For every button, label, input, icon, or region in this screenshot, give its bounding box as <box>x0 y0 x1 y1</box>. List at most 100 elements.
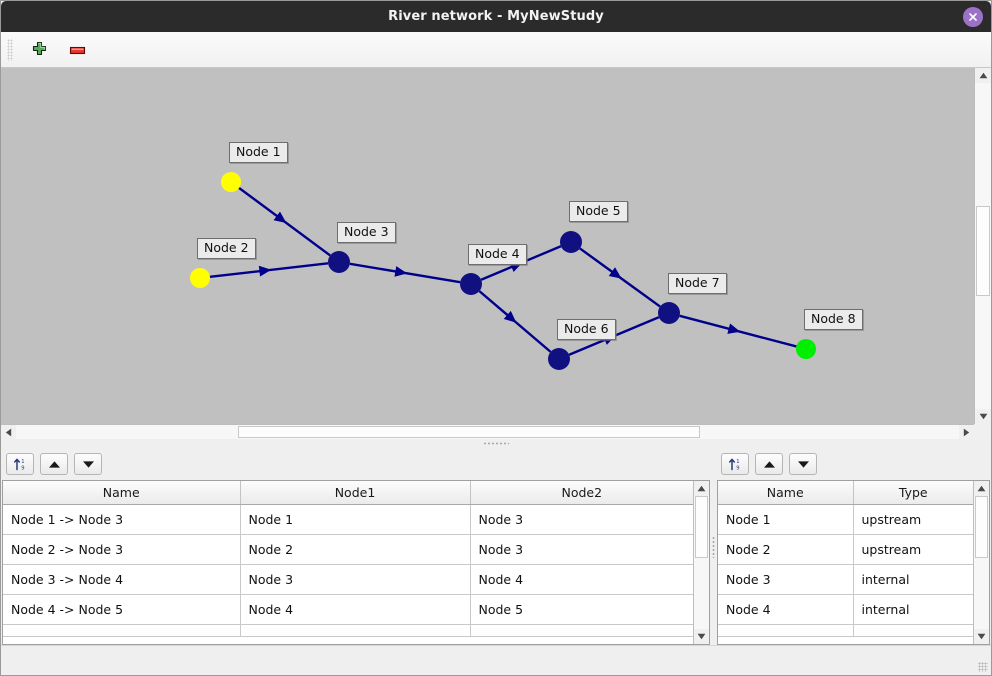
h-scroll-thumb[interactable] <box>238 426 700 438</box>
table-row[interactable] <box>718 624 973 637</box>
reaches-cell[interactable]: Node 4 <box>240 594 471 625</box>
reaches-cell[interactable]: Node 2 -> Node 3 <box>3 534 241 565</box>
close-icon[interactable] <box>963 6 983 27</box>
nodes-column-header-0[interactable]: Name <box>718 481 854 505</box>
graph-node-node7[interactable] <box>658 302 680 324</box>
reaches-cell[interactable]: Node 3 -> Node 4 <box>3 564 241 595</box>
nodes-scroll-up-icon[interactable] <box>974 481 989 496</box>
reaches-cell[interactable]: Node 1 -> Node 3 <box>3 504 241 535</box>
reaches-v-scroll-track[interactable] <box>694 496 709 629</box>
graph-node-label-node2[interactable]: Node 2 <box>197 238 256 259</box>
graph-node-label-node7[interactable]: Node 7 <box>668 273 727 294</box>
reaches-v-scroll-thumb[interactable] <box>695 496 709 558</box>
canvas-horizontal-scrollbar[interactable] <box>1 424 974 439</box>
reaches-scroll-down-icon[interactable] <box>694 629 709 644</box>
table-row[interactable] <box>3 624 694 637</box>
nodes-sort-button[interactable]: 1 9 <box>721 453 749 475</box>
reaches-column-header-2[interactable]: Node2 <box>470 481 694 505</box>
nodes-pane: 1 9 <box>716 448 991 645</box>
nodes-cell[interactable]: internal <box>853 594 973 625</box>
nodes-cell[interactable]: Node 3 <box>718 564 854 595</box>
reaches-cell[interactable]: Node 2 <box>240 534 471 565</box>
graph-node-node3[interactable] <box>328 251 350 273</box>
nodes-move-down-button[interactable] <box>789 453 817 475</box>
nodes-cell[interactable]: Node 4 <box>718 594 854 625</box>
nodes-cell[interactable] <box>718 624 854 637</box>
nodes-cell[interactable]: upstream <box>853 534 973 565</box>
toolbar-drag-handle[interactable] <box>7 38 13 61</box>
nodes-v-scroll-track[interactable] <box>974 496 989 629</box>
nodes-cell[interactable] <box>853 624 973 637</box>
edges-layer <box>209 186 797 356</box>
graph-node-node2[interactable] <box>190 268 210 288</box>
v-scroll-track[interactable] <box>975 83 991 409</box>
window-resize-grip-icon[interactable] <box>978 662 988 672</box>
reaches-cell[interactable]: Node 5 <box>470 594 694 625</box>
h-scroll-track[interactable] <box>16 425 959 439</box>
scroll-up-icon[interactable] <box>975 68 991 83</box>
reaches-scroll-up-icon[interactable] <box>694 481 709 496</box>
graph-node-label-node3[interactable]: Node 3 <box>337 222 396 243</box>
graph-node-label-node5[interactable]: Node 5 <box>569 201 628 222</box>
main-toolbar <box>1 32 991 68</box>
nodes-vertical-scrollbar[interactable] <box>973 481 989 644</box>
reaches-cell[interactable]: Node 3 <box>470 504 694 535</box>
canvas-vertical-scrollbar[interactable] <box>974 68 991 424</box>
graph-node-node5[interactable] <box>560 231 582 253</box>
vertical-splitter[interactable] <box>711 448 716 645</box>
reaches-move-down-button[interactable] <box>74 453 102 475</box>
v-scroll-thumb[interactable] <box>976 206 990 296</box>
reaches-cell[interactable]: Node 4 -> Node 5 <box>3 594 241 625</box>
nodes-cell[interactable]: internal <box>853 564 973 595</box>
graph-node-label-node6[interactable]: Node 6 <box>557 319 616 340</box>
nodes-v-scroll-thumb[interactable] <box>975 496 988 558</box>
add-node-icon[interactable] <box>27 38 51 62</box>
horizontal-splitter[interactable] <box>1 439 991 448</box>
reaches-cell[interactable]: Node 1 <box>240 504 471 535</box>
nodes-scroll-down-icon[interactable] <box>974 629 989 644</box>
scroll-down-icon[interactable] <box>975 409 991 424</box>
reaches-cell[interactable]: Node 3 <box>240 564 471 595</box>
reaches-cell[interactable]: Node 3 <box>470 534 694 565</box>
graph-node-node8[interactable] <box>796 339 816 359</box>
reaches-column-header-0[interactable]: Name <box>3 481 241 505</box>
reaches-vertical-scrollbar[interactable] <box>693 481 709 644</box>
reaches-cell[interactable]: Node 4 <box>470 564 694 595</box>
graph-node-label-node8[interactable]: Node 8 <box>804 309 863 330</box>
reaches-cell[interactable] <box>3 624 241 637</box>
reaches-move-up-button[interactable] <box>40 453 68 475</box>
network-canvas[interactable]: Node 1 Node 2 Node 3 Node 4 Node 5 Node 6 Node… <box>1 68 974 424</box>
nodes-cell[interactable]: Node 1 <box>718 504 854 535</box>
nodes-move-up-button[interactable] <box>755 453 783 475</box>
graph-node-label-node1[interactable]: Node 1 <box>229 142 288 163</box>
nodes-cell[interactable]: upstream <box>853 504 973 535</box>
graph-node-node6[interactable] <box>548 348 570 370</box>
scroll-right-icon[interactable] <box>959 425 974 439</box>
reaches-cell[interactable] <box>240 624 471 637</box>
reaches-sort-button[interactable]: 1 9 <box>6 453 34 475</box>
scroll-left-icon[interactable] <box>1 425 16 439</box>
reaches-column-header-1[interactable]: Node1 <box>240 481 471 505</box>
nodes-cell[interactable]: Node 2 <box>718 534 854 565</box>
remove-node-icon[interactable] <box>65 38 89 62</box>
nodes-column-header-1[interactable]: Type <box>853 481 973 505</box>
reaches-cell[interactable] <box>470 624 694 637</box>
graph-node-label-node4[interactable]: Node 4 <box>468 244 527 265</box>
graph-node-node1[interactable] <box>221 172 241 192</box>
graph-node-node4[interactable] <box>460 273 482 295</box>
